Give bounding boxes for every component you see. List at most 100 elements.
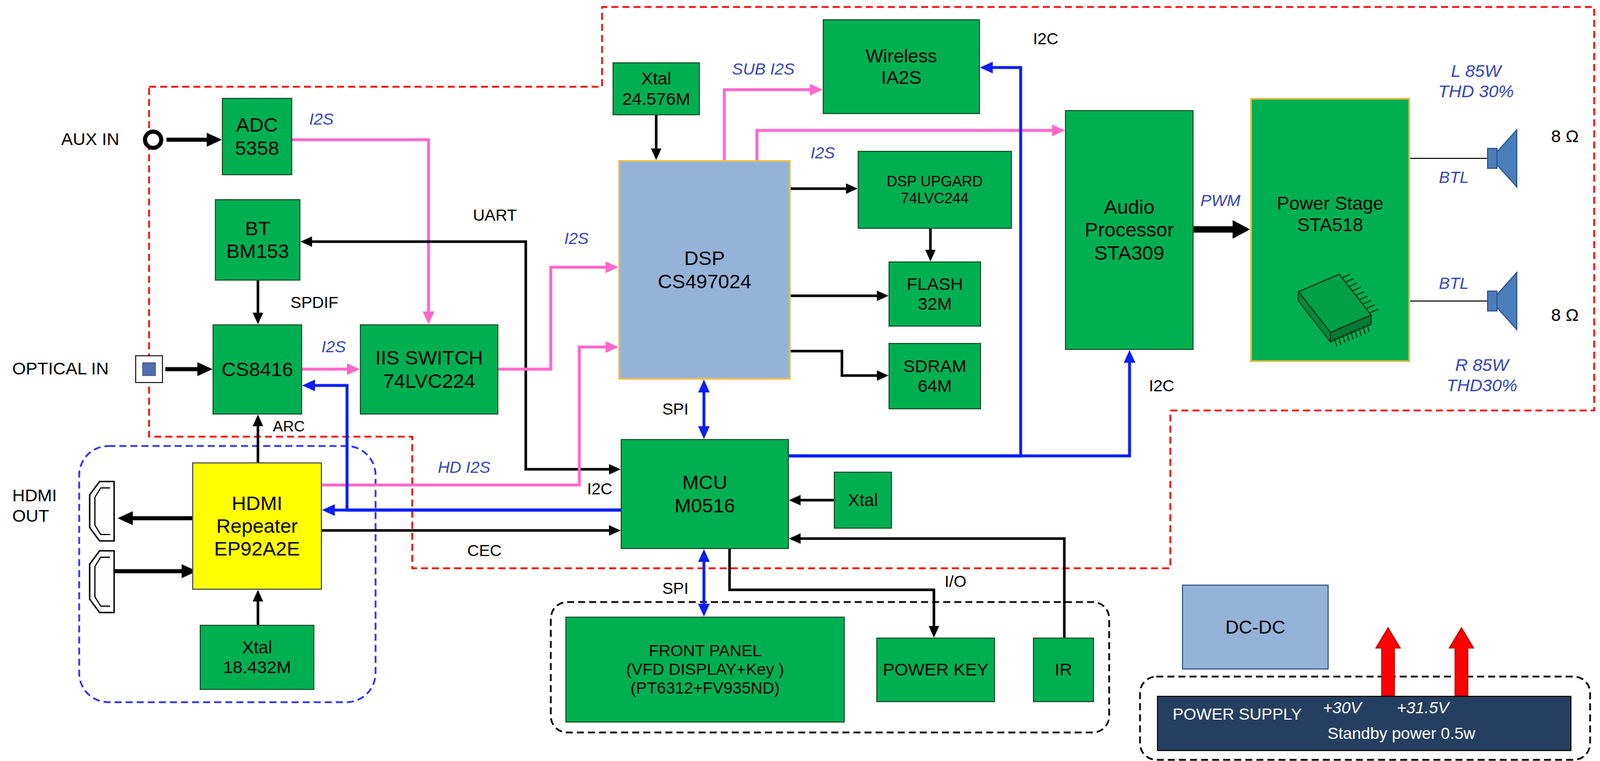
chip-illustration (1330, 314, 1372, 342)
node-text: (VFD DISPLAY+Key ) (PT6312+FV935ND) (606, 660, 805, 698)
node-text: 8 Ω (1551, 305, 1579, 326)
signal-connector (788, 67, 1021, 456)
memory-box: SDRAM 64M (888, 342, 982, 410)
signal-connector (166, 137, 207, 143)
node-text: Audio Processor STA309 (1066, 195, 1193, 264)
node-text: BT BM153 (216, 217, 300, 263)
chip-box: BT BM153 (214, 199, 301, 281)
power-arrow (1375, 627, 1401, 696)
hdmi-box: HDMI Repeater EP92A2E (192, 462, 322, 590)
node-text: CS8416 (221, 358, 294, 381)
node-text: DC-DC (1225, 616, 1286, 639)
converter-box: DC-DC (1181, 584, 1329, 670)
hdmi-port (89, 481, 115, 541)
chip-pin (1342, 274, 1351, 278)
signal-connector (929, 228, 933, 250)
signal-connector (256, 601, 260, 625)
optical-port (135, 355, 163, 383)
node-text: Power Stage STA518 (1251, 192, 1409, 236)
node-text: AUX IN (61, 129, 120, 150)
key-box: POWER KEY (876, 637, 996, 703)
signal-label: I2S (319, 338, 348, 357)
signal-label: PWM (1198, 192, 1242, 211)
power-group-outline (1140, 676, 1591, 760)
chip-pin (1363, 300, 1372, 304)
hdmi-in-connector (89, 550, 115, 613)
panel-group-outline (550, 602, 1110, 733)
signal-label: HD I2S (436, 458, 492, 477)
chip-pin (1354, 329, 1358, 338)
node-text: Xtal 18.432M (216, 637, 299, 678)
chip-pin (1359, 296, 1368, 300)
speaker-symbol (1487, 291, 1497, 311)
input-jack: OPTICAL IN (12, 352, 166, 386)
spec-label: R 85W THD30% (1438, 355, 1526, 396)
chip-box: Wireless IA2S (822, 19, 980, 115)
signal-label: I2S (307, 110, 336, 129)
node-text: MCU M0516 (658, 471, 752, 517)
node-text: FLASH 32M (889, 274, 980, 315)
signal-connector (1193, 226, 1233, 233)
hdmi-port (94, 487, 111, 535)
node-text: Xtal 24.576M (613, 68, 699, 109)
ir-box: IR (1032, 637, 1095, 703)
signal-connector (790, 294, 877, 298)
chip-box: DSP UPGARD 74LVC244 (857, 150, 1012, 229)
crystal-box: Xtal 18.432M (199, 624, 315, 690)
signal-connector (312, 241, 610, 470)
chip-illustration (1298, 274, 1379, 347)
chip-pin (1349, 282, 1358, 287)
node-text: FRONT PANEL (648, 641, 761, 661)
signal-connector (702, 561, 706, 604)
node-text: ADC 5358 (222, 113, 292, 159)
node-text: DSP CS497024 (649, 246, 760, 293)
node-text: OPTICAL IN (12, 358, 109, 380)
signal-label: I/O (942, 572, 968, 591)
node-text: HDMI Repeater EP92A2E (193, 491, 321, 561)
hdmi-in-arrow (114, 569, 182, 574)
chip-box: ADC 5358 (221, 97, 293, 176)
power-arrow (1449, 627, 1474, 696)
node-text: 8 Ω (1551, 126, 1579, 147)
signal-label: SPI (660, 579, 690, 598)
chip-pin (1334, 338, 1337, 347)
node-text: IR (1055, 659, 1073, 681)
signal-connector (292, 139, 429, 312)
node-text: +31.5V (1396, 698, 1450, 718)
dsp-box: DSP CS497024 (618, 160, 791, 380)
hdmi-in-connector (94, 557, 111, 607)
signal-connector (702, 392, 706, 427)
chip-pin (1363, 326, 1366, 335)
node-text: HDMI OUT (12, 485, 68, 526)
signal-label: I2C (1147, 377, 1177, 396)
signal-label: I2C (585, 480, 615, 499)
speaker-symbol (1496, 129, 1517, 187)
panel-box: FRONT PANEL(VFD DISPLAY+Key ) (PT6312+FV… (565, 616, 845, 723)
signal-connector (302, 367, 348, 371)
signal-connector (655, 115, 658, 149)
chip-pin (1338, 336, 1341, 345)
signal-connector (800, 498, 834, 502)
signal-label: SUB I2S (730, 60, 796, 79)
signal-connector (790, 351, 877, 376)
chip-pin (1366, 305, 1375, 309)
crystal-box: Xtal (833, 471, 892, 529)
chip-pin (1350, 331, 1354, 340)
signal-label: I2S (562, 229, 591, 249)
signal-connector (334, 508, 621, 512)
chip-illustration (1298, 291, 1331, 342)
signal-label: I2S (808, 144, 837, 163)
speaker-symbol (1496, 272, 1517, 330)
chip-pin (1346, 333, 1350, 342)
node-text: Standby power 0.5w (1327, 724, 1476, 743)
input-jack: AUX IN (61, 126, 167, 154)
speaker: 8 Ω (1487, 268, 1584, 334)
chip-pin (1356, 291, 1365, 296)
signal-connector (256, 426, 260, 463)
memory-box: FLASH 32M (888, 261, 982, 327)
signal-connector (498, 267, 606, 370)
chip-box: IIS SWITCH 74LVC224 (359, 324, 499, 415)
signal-label: SPDIF (288, 294, 341, 313)
speaker: 8 Ω (1487, 126, 1584, 191)
